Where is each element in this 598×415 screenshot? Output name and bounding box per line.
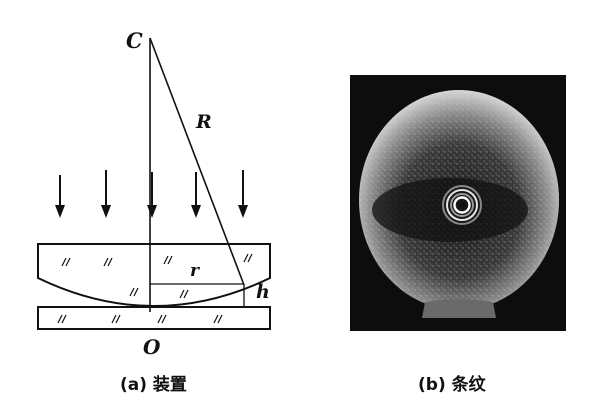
ring	[453, 196, 471, 214]
plano-convex-lens	[37, 243, 271, 307]
ring-outer	[442, 185, 482, 225]
caption-fringes: (b) 条纹	[418, 375, 486, 395]
glass-hatching	[57, 253, 253, 324]
apparatus-diagram	[37, 37, 271, 330]
light-arrow	[101, 170, 111, 218]
ring	[450, 193, 474, 217]
label-o: O	[143, 335, 161, 359]
incident-light-arrows	[55, 170, 248, 218]
label-h: h	[256, 281, 270, 303]
glass-plate	[37, 306, 271, 330]
light-arrow	[238, 170, 248, 218]
fringe-photo	[350, 75, 566, 331]
light-arrow	[55, 175, 65, 218]
ring	[446, 189, 478, 221]
light-arrow	[147, 172, 157, 218]
light-arrow	[191, 172, 201, 218]
label-r-radius: R	[195, 111, 212, 133]
newtons-rings	[442, 185, 482, 225]
dark-band	[372, 178, 528, 242]
radius-line	[149, 37, 245, 286]
lens-stand	[422, 299, 496, 318]
label-c: C	[126, 28, 143, 53]
caption-apparatus: (a) 装置	[120, 375, 187, 395]
label-r-small: r	[190, 261, 200, 281]
ring-center	[458, 201, 466, 209]
